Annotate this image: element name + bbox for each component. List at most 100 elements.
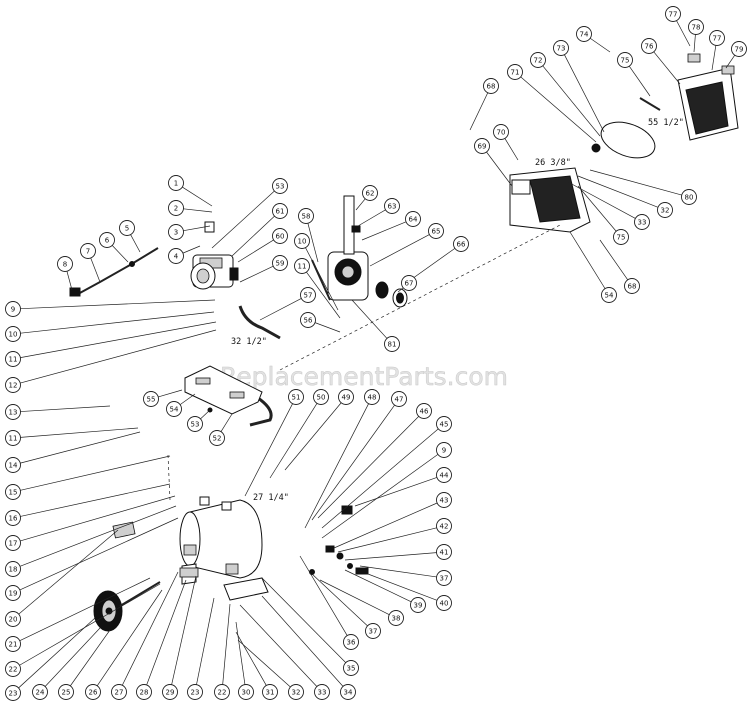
- leader-line-c25: [70, 629, 111, 687]
- leader-line-c37b: [359, 565, 437, 578]
- callout-number: 41: [440, 549, 449, 557]
- callout-number: 72: [534, 57, 543, 65]
- callout-number: 21: [9, 641, 18, 649]
- leader-line-c75b: [577, 185, 617, 232]
- leader-line-c10a: [20, 311, 215, 334]
- callout-number: 78: [692, 24, 701, 32]
- callout-c8: 8: [57, 256, 73, 272]
- callout-c24: 24: [32, 684, 48, 700]
- callout-number: 17: [9, 540, 18, 548]
- leader-line-c30: [235, 621, 246, 685]
- callout-number: 26: [89, 689, 98, 697]
- callout-number: 55: [147, 396, 156, 404]
- leader-line-c9a: [20, 299, 216, 310]
- leader-line-c43: [333, 502, 438, 549]
- callout-c12: 12: [5, 377, 21, 393]
- callout-number: 53: [276, 183, 285, 191]
- leader-line-c68a: [469, 92, 489, 131]
- callout-number: 35: [347, 665, 356, 673]
- leader-line-c31: [235, 631, 267, 686]
- callout-c50: 50: [313, 389, 329, 405]
- callout-c58: 58: [298, 208, 314, 224]
- leader-line-c22: [19, 583, 161, 666]
- callout-c9a: 9: [5, 301, 21, 317]
- callout-number: 53: [191, 421, 200, 429]
- callout-number: 30: [242, 689, 251, 697]
- callout-number: 44: [440, 472, 449, 480]
- callout-number: 66: [457, 241, 466, 249]
- callout-c77b: 77: [709, 30, 725, 46]
- callout-number: 13: [9, 409, 18, 417]
- callout-number: 46: [420, 408, 429, 416]
- callout-number: 6: [105, 237, 110, 245]
- leader-line-c33b: [567, 181, 636, 219]
- callout-c17: 17: [5, 535, 21, 551]
- callout-c23b: 23: [187, 684, 203, 700]
- callout-c67: 67: [401, 275, 417, 291]
- foot-bracket: [223, 577, 269, 601]
- leader-line-c37a: [311, 573, 368, 627]
- callout-c11a: 11: [5, 351, 21, 367]
- leader-line-c11c: [306, 271, 341, 319]
- callout-c9b: 9: [436, 442, 452, 458]
- callout-c20: 20: [5, 611, 21, 627]
- callout-c56: 56: [300, 312, 316, 328]
- callout-c68b: 68: [624, 278, 640, 294]
- callout-c19: 19: [5, 585, 21, 601]
- callout-c55: 55: [143, 391, 159, 407]
- callout-number: 8: [63, 261, 67, 269]
- callout-c45: 45: [436, 416, 452, 432]
- callout-c21: 21: [5, 636, 21, 652]
- callout-number: 22: [9, 666, 18, 674]
- callout-number: 73: [557, 45, 566, 53]
- leader-line-c12: [20, 329, 217, 384]
- callout-number: 32: [292, 689, 301, 697]
- leader-line-c50: [269, 403, 318, 479]
- callout-c61: 61: [272, 203, 288, 219]
- callout-number: 57: [304, 292, 313, 300]
- callout-number: 12: [9, 382, 18, 390]
- callout-c51: 51: [288, 389, 304, 405]
- leader-line-c5: [130, 234, 141, 253]
- power-cord: [69, 247, 159, 297]
- callout-c59: 59: [272, 255, 288, 271]
- callout-c6: 6: [99, 232, 115, 248]
- leader-line-c3: [183, 225, 211, 232]
- callout-number: 76: [645, 43, 654, 51]
- callout-c71: 71: [507, 64, 523, 80]
- callout-c79: 79: [731, 41, 747, 57]
- callout-c68a: 68: [483, 78, 499, 94]
- leader-line-c35: [261, 577, 346, 663]
- label-plate: [112, 521, 136, 539]
- leader-line-c21: [19, 577, 151, 642]
- pump-head: [311, 195, 408, 308]
- leader-line-c4: [182, 245, 201, 254]
- callout-number: 28: [140, 689, 149, 697]
- callout-c77a: 77: [665, 6, 681, 22]
- callout-c29: 29: [162, 684, 178, 700]
- callout-c43: 43: [436, 492, 452, 508]
- callout-c23a: 23: [5, 685, 21, 701]
- callout-number: 81: [388, 341, 397, 349]
- centerline-tank: [167, 454, 171, 501]
- callout-number: 80: [685, 194, 694, 202]
- callout-c57: 57: [300, 287, 316, 303]
- callout-c22: 22: [5, 661, 21, 677]
- leader-line-c40: [367, 573, 438, 601]
- callout-c11b: 11: [5, 430, 21, 446]
- leader-line-c14: [20, 431, 141, 464]
- leader-line-c22b: [222, 603, 231, 685]
- callout-number: 24: [36, 689, 45, 697]
- wheel: [93, 581, 161, 632]
- leader-line-c45: [321, 428, 439, 529]
- callout-number: 37: [440, 575, 449, 583]
- callout-number: 40: [440, 600, 449, 608]
- callout-number: 33: [638, 219, 647, 227]
- callout-number: 68: [628, 283, 637, 291]
- dimension-55: 55 1/2": [648, 118, 684, 128]
- leader-line-c60: [237, 239, 274, 263]
- callout-number: 58: [302, 213, 311, 221]
- callout-c13: 13: [5, 404, 21, 420]
- callout-c14: 14: [5, 457, 21, 473]
- callout-number: 38: [392, 615, 401, 623]
